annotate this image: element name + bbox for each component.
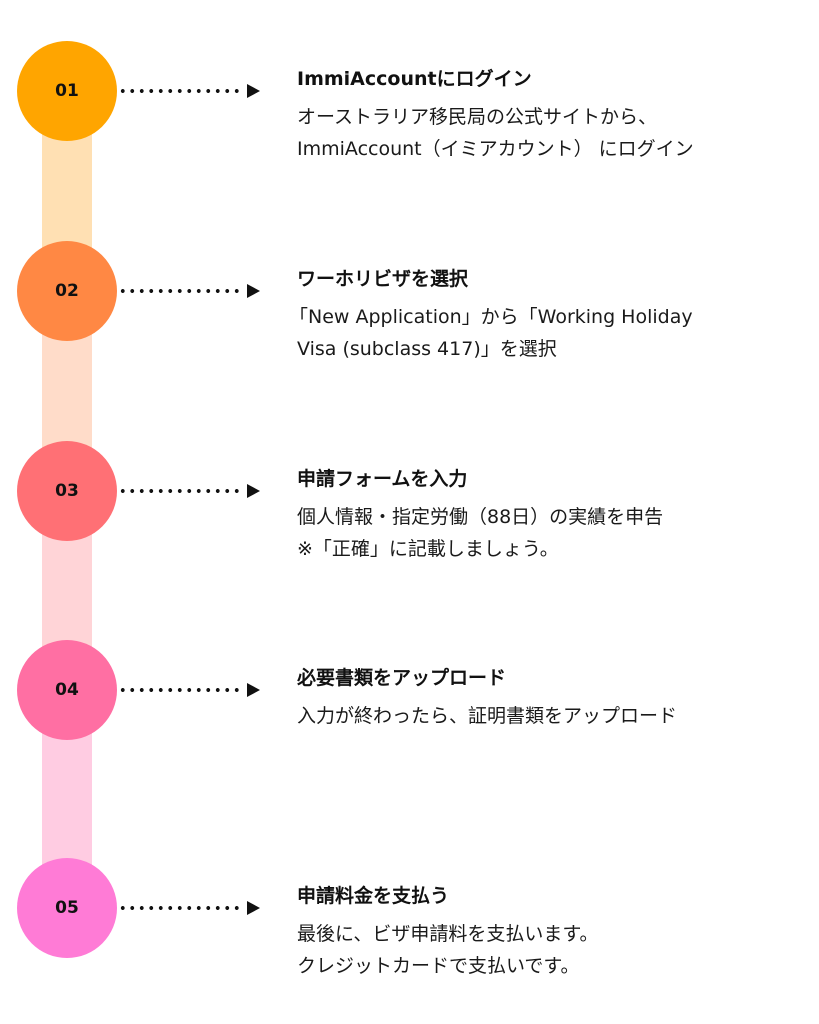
step-3-circle: 03	[17, 441, 117, 541]
step-4-title: 必要書類をアップロード	[297, 667, 507, 689]
step-5-description-line-1: 最後に、ビザ申請料を支払います。	[297, 923, 599, 945]
arrow-right-icon	[247, 901, 260, 915]
arrow-right-icon	[247, 84, 260, 98]
step-2-content: ワーホリビザを選択 「New Application」から「Working Ho…	[289, 267, 807, 365]
timeline-track-segment-1	[42, 130, 92, 250]
dotted-line	[118, 906, 242, 910]
step-1-number: 01	[55, 81, 79, 101]
step-2-title: ワーホリビザを選択	[297, 268, 469, 290]
dotted-line	[118, 289, 242, 293]
step-5-number: 05	[55, 898, 79, 918]
step-5-connector-arrow	[118, 900, 263, 916]
step-4-circle: 04	[17, 640, 117, 740]
step-2-connector-arrow	[118, 283, 263, 299]
step-1-title: ImmiAccountにログイン	[297, 68, 532, 90]
step-1-content: ImmiAccountにログイン オーストラリア移民局の公式サイトから、 Imm…	[297, 67, 807, 165]
arrow-right-icon	[247, 284, 260, 298]
arrow-right-icon	[247, 683, 260, 697]
step-1-circle: 01	[17, 41, 117, 141]
timeline-track-segment-3	[42, 530, 92, 650]
step-3-description-line-2: ※「正確」に記載しましょう。	[297, 538, 559, 560]
step-1-description-line-2: ImmiAccount（イミアカウント） にログイン	[297, 138, 694, 160]
dotted-line	[118, 489, 242, 493]
step-5-title: 申請料金を支払う	[297, 885, 450, 907]
arrow-right-icon	[247, 484, 260, 498]
step-1-description-line-1: オーストラリア移民局の公式サイトから、	[297, 106, 658, 128]
step-3-connector-arrow	[118, 483, 263, 499]
timeline-track-segment-2	[42, 330, 92, 450]
step-5-content: 申請料金を支払う 最後に、ビザ申請料を支払います。 クレジットカードで支払いです…	[297, 884, 807, 982]
step-3-description-line-1: 個人情報・指定労働（88日）の実績を申告	[297, 506, 664, 528]
step-2-number: 02	[55, 281, 79, 301]
timeline-track-segment-4	[42, 730, 92, 870]
step-3-number: 03	[55, 481, 79, 501]
step-4-description-line-1: 入力が終わったら、証明書類をアップロード	[297, 705, 678, 727]
dotted-line	[118, 89, 242, 93]
step-3-title: 申請フォームを入力	[297, 468, 468, 490]
step-2-circle: 02	[17, 241, 117, 341]
step-1-connector-arrow	[118, 83, 263, 99]
step-2-description-line-1: 「New Application」から「Working Holiday	[289, 306, 693, 328]
step-4-content: 必要書類をアップロード 入力が終わったら、証明書類をアップロード	[297, 666, 807, 732]
step-3-content: 申請フォームを入力 個人情報・指定労働（88日）の実績を申告 ※「正確」に記載し…	[297, 467, 807, 565]
step-4-number: 04	[55, 680, 79, 700]
step-4-connector-arrow	[118, 682, 263, 698]
dotted-line	[118, 688, 242, 692]
step-5-description-line-2: クレジットカードで支払いです。	[297, 955, 580, 977]
step-2-description-line-2: Visa (subclass 417)」を選択	[297, 338, 557, 360]
step-5-circle: 05	[17, 858, 117, 958]
